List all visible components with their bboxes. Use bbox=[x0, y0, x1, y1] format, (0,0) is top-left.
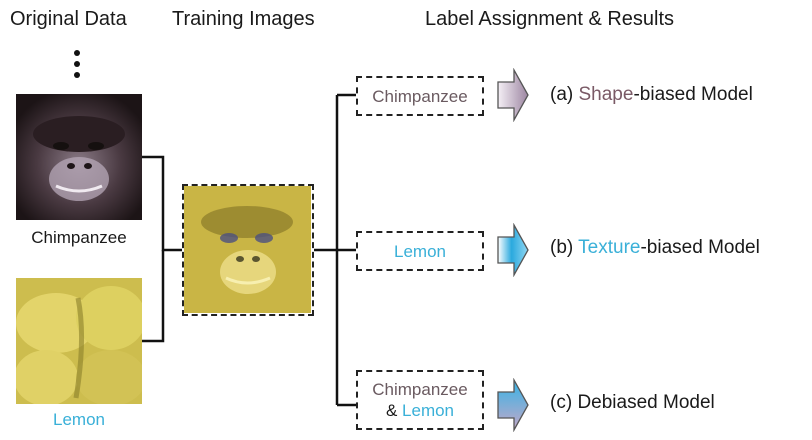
result-a: (a) Shape-biased Model bbox=[550, 84, 753, 106]
arrow-right-icon bbox=[497, 223, 529, 277]
label-box-chimpanzee: Chimpanzee bbox=[356, 76, 484, 116]
original-lemon-label: Lemon bbox=[53, 410, 105, 429]
label-box-both: Chimpanzee & Lemon bbox=[356, 370, 484, 430]
label-c-both: & Lemon bbox=[386, 400, 454, 421]
original-chimpanzee-label: Chimpanzee bbox=[31, 228, 127, 247]
chimpanzee-image bbox=[16, 94, 142, 220]
result-b-prefix: (b) bbox=[550, 237, 579, 258]
result-c: (c) Debiased Model bbox=[550, 392, 715, 414]
result-a-suffix: -biased Model bbox=[633, 84, 753, 105]
arrow-right-icon bbox=[497, 378, 529, 432]
label-a-text: Chimpanzee bbox=[372, 86, 468, 106]
header-training-images: Training Images bbox=[172, 8, 315, 30]
result-c-prefix: (c) bbox=[550, 392, 578, 413]
label-b-text: Lemon bbox=[394, 241, 446, 261]
label-c-chimp: Chimpanzee bbox=[372, 380, 468, 399]
label-c-amp: & bbox=[385, 401, 403, 420]
result-b-suffix: -biased Model bbox=[640, 237, 760, 258]
arrow-right-icon bbox=[497, 68, 529, 122]
lemon-image bbox=[14, 278, 146, 406]
training-image bbox=[182, 184, 314, 316]
header-original-data: Original Data bbox=[10, 8, 127, 30]
result-b: (b) Texture-biased Model bbox=[550, 237, 760, 259]
label-c-lemon: Lemon bbox=[402, 401, 455, 420]
ellipsis-vertical-icon bbox=[74, 50, 80, 83]
result-a-prefix: (a) bbox=[550, 84, 579, 105]
result-b-key: Texture bbox=[578, 237, 641, 258]
header-label-assignment: Label Assignment & Results bbox=[425, 8, 675, 30]
label-box-lemon: Lemon bbox=[356, 231, 484, 271]
result-a-key: Shape bbox=[578, 84, 634, 105]
result-c-suffix: Debiased Model bbox=[577, 392, 715, 413]
